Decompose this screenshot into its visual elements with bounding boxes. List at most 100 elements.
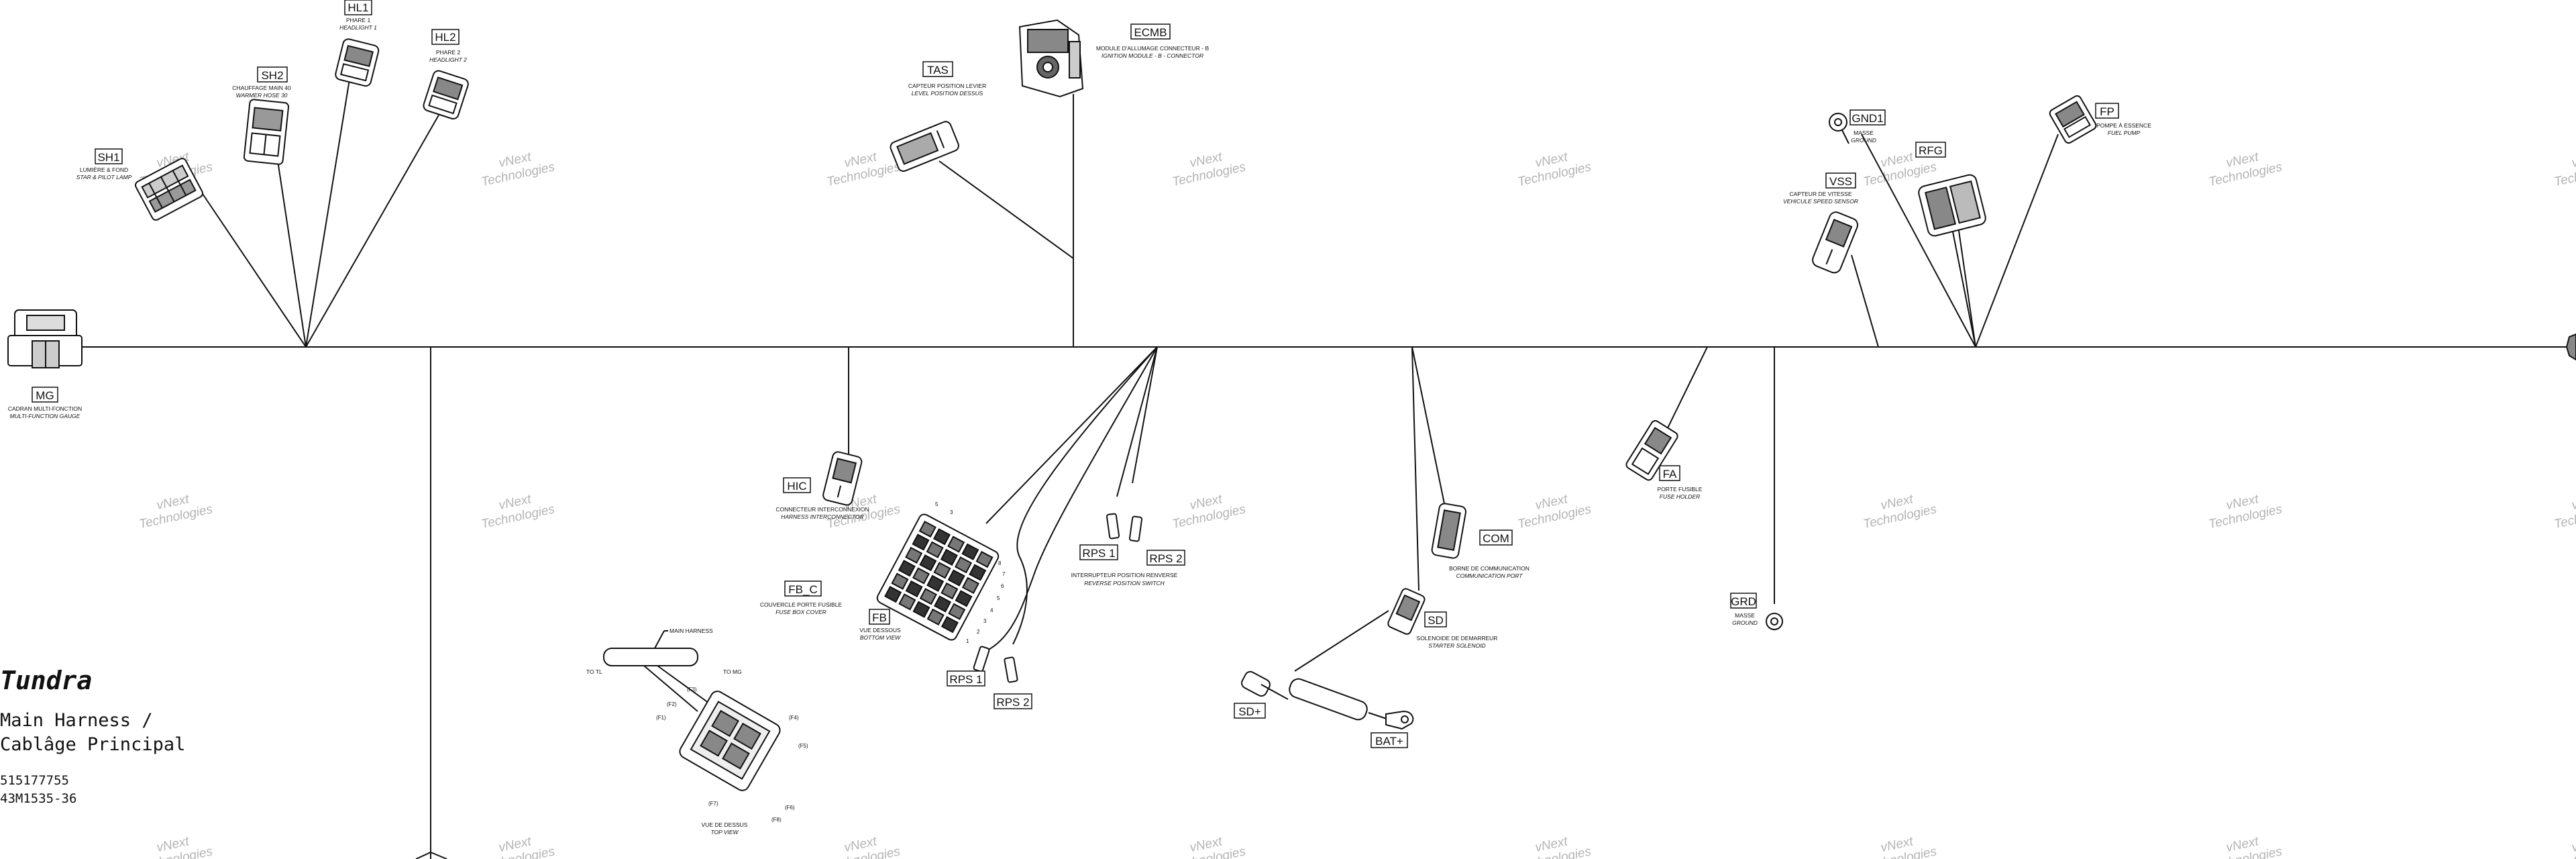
fp-connector <box>2049 95 2097 144</box>
fuse-slot <box>926 608 945 626</box>
hl2-en-label: HEADLIGHT 2 <box>429 56 467 63</box>
mg-gauge-connector <box>7 309 83 368</box>
sd-plus-code: SD+ <box>1238 705 1261 718</box>
fuse-pin-number: 5 <box>935 501 938 507</box>
fuse-pin-number: 5 <box>997 595 1000 601</box>
fuse-slot <box>912 534 930 551</box>
fa-fr-label: PORTE FUSIBLE <box>1658 486 1703 493</box>
gnd1-code: GND1 <box>1851 112 1883 125</box>
part-number-2: 43M1535-36 <box>0 791 77 806</box>
trunk-end-branch <box>415 852 447 859</box>
sh2-connector <box>243 99 290 165</box>
mg-code: MG <box>36 389 54 402</box>
top-view-pin: (F5) <box>798 743 808 749</box>
rps2b-code: RPS 2 <box>996 696 1029 709</box>
sd-code: SD <box>1428 614 1444 627</box>
fbc-en-label: FUSE BOX COVER <box>775 609 826 615</box>
ecmb-connector <box>1018 19 1084 98</box>
vss-code: VSS <box>1829 175 1852 188</box>
top-view-pin-labels: (F1)(F2)(F3)(F4)(F5)(F6)(F7)(F8) <box>656 687 808 823</box>
sh2-en-label: WARMER HOSE 30 <box>236 92 288 99</box>
fuse-slot <box>905 580 923 598</box>
tas-code: TAS <box>927 64 949 77</box>
hl1-en-label: HEADLIGHT 1 <box>339 24 377 31</box>
tas-fr-label: CAPTEUR POSITION LEVIER <box>908 83 986 89</box>
fb-code: FB <box>872 611 887 624</box>
com-fr-label: BORNE DE COMMUNICATION <box>1449 565 1529 572</box>
gnd1-ring-terminal <box>1829 113 1849 144</box>
fuse-slot <box>898 560 916 577</box>
rps1-code: RPS 1 <box>1082 547 1115 560</box>
fbc-code: FB_C <box>788 583 817 596</box>
harness-title-line-2: Cablâge Principal <box>0 734 186 755</box>
hic-fr-label: CONNECTEUR INTERCONNEXION <box>775 506 869 513</box>
hl1-connector <box>335 38 380 87</box>
sd-connector <box>1387 588 1426 635</box>
fuse-pin-number: 1 <box>966 638 969 644</box>
fuse-pin-number: 7 <box>1002 571 1006 577</box>
fuse-box <box>876 513 1000 641</box>
vss-fr-label: CAPTEUR DE VITESSE <box>1789 191 1851 197</box>
fp-fr-label: POMPE À ESSENCE <box>2096 122 2151 129</box>
fuse-slot <box>932 528 951 546</box>
fuse-slot <box>891 572 909 590</box>
top-view-pin: (F2) <box>667 701 677 707</box>
top-view-connector <box>679 691 781 791</box>
vss-en-label: VEHICULE SPEED SENSOR <box>1783 198 1858 205</box>
hic-connector <box>822 451 863 506</box>
fuse-grid <box>884 520 994 634</box>
watermark-line-1: vNext <box>2571 492 2576 513</box>
fuse-pin-number: 2 <box>977 629 980 635</box>
rps2-code: RPS 2 <box>1149 552 1182 565</box>
fuse-slot <box>884 585 902 603</box>
fuse-pin-number: 4 <box>990 607 994 613</box>
rps-upper-terminals <box>1106 513 1143 542</box>
watermark-line-1: vNext <box>2571 834 2576 855</box>
bat-plus-code: BAT+ <box>1375 735 1403 748</box>
to-tl-label: TO TL <box>586 668 602 675</box>
fp-code: FP <box>2100 105 2114 118</box>
mg-fr-label: CADRAN MULTI-FONCTION <box>8 405 82 412</box>
hl2-connector <box>423 70 469 120</box>
sh1-fr-label: LUMIÈRE & FOND <box>80 166 128 173</box>
fuse-slot <box>947 536 965 553</box>
fuse-slot <box>941 582 959 600</box>
ecmb-code: ECMB <box>1134 26 1167 39</box>
fuse-slot <box>919 588 937 605</box>
fuse-pin-number: 3 <box>983 618 987 624</box>
part-number-1: 515177755 <box>0 773 69 788</box>
top-view-pin: (F1) <box>656 715 666 721</box>
fuse-slot <box>933 595 952 613</box>
sh1-en-label: STAR & PILOT LAMP <box>76 174 132 181</box>
hl2-code: HL2 <box>435 31 455 44</box>
grd-fr-label: MASSE <box>1735 612 1755 619</box>
vss-connector <box>1812 211 1859 274</box>
fuse-slot <box>926 541 944 558</box>
hic-code: HIC <box>787 480 806 493</box>
fuse-slot <box>947 569 965 587</box>
fuse-slot <box>912 567 930 585</box>
to-mg-label: TO MG <box>723 668 742 675</box>
top-view-pin: (F7) <box>708 801 718 807</box>
fuse-slot <box>954 556 973 574</box>
top-view-pin: (F4) <box>789 715 799 721</box>
fuse-slot <box>940 548 958 566</box>
top-view-pin: (F8) <box>771 817 782 823</box>
com-en-label: COMMUNICATION PORT <box>1456 572 1523 579</box>
fuse-slot <box>941 616 959 634</box>
sh2-fr-label: CHAUFFAGE MAIN 40 <box>232 85 291 91</box>
